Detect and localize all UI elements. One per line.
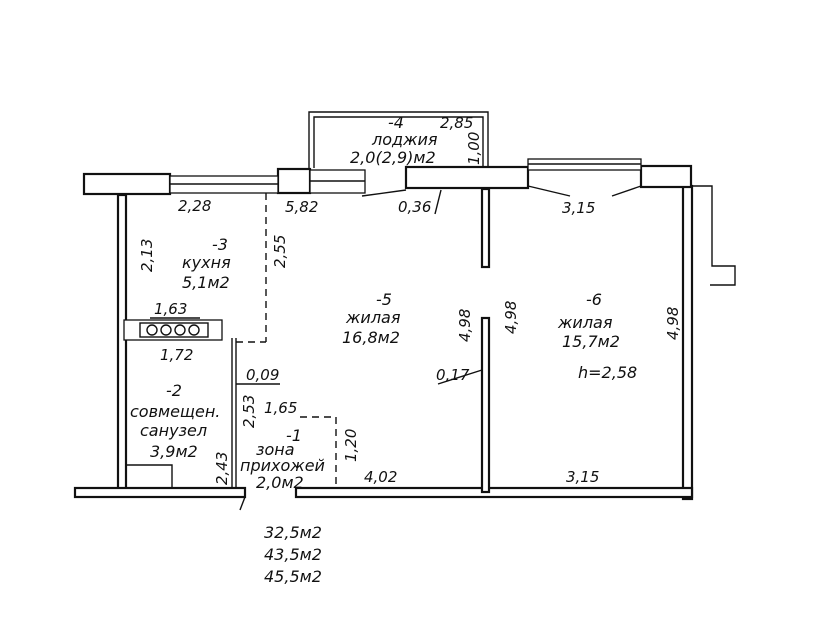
bathroom-number: -2 [166, 381, 182, 400]
dim-loggia-depth: 1,00 [465, 132, 483, 165]
living1-area: 16,8м2 [342, 328, 400, 347]
total-with-loggia: 45,5м2 [264, 567, 322, 586]
living2-area: 15,7м2 [562, 332, 620, 351]
total-living-area: 32,5м2 [264, 523, 322, 542]
bathroom-name-1: совмещен. [130, 402, 220, 421]
lower-partition [480, 316, 491, 494]
right-exterior-wall [681, 184, 694, 501]
ceiling-height: h=2,58 [578, 363, 637, 382]
dim-hall-width: 1,65 [264, 399, 297, 417]
living1-number: -5 [376, 290, 392, 309]
dim-living-top: 5,82 [285, 198, 318, 216]
dim-kitchen-left: 2,13 [138, 239, 156, 272]
living2-number: -6 [586, 290, 602, 309]
dim-bath-width: 1,72 [160, 346, 193, 364]
kitchen-name: кухня [182, 253, 231, 272]
total-area: 43,5м2 [264, 545, 322, 564]
bottom-wall-left [73, 486, 247, 499]
dim-hall-height: 1,20 [342, 429, 360, 462]
living2-name: жилая [557, 313, 613, 332]
living1-name: жилая [345, 308, 401, 327]
dimension-labels-vertical: 1,00 2,13 2,55 2,53 1,20 2,43 4,98 4,98 … [138, 132, 682, 485]
dim-loggia-width: 2,85 [440, 114, 473, 132]
dim-living2-depth: 4,98 [664, 307, 682, 340]
bath-fixture [126, 464, 173, 488]
dim-living2-top: 3,15 [562, 199, 595, 217]
dimension-labels: 2,85 2,28 5,82 0,36 3,15 1,63 1,72 0,09 … [154, 114, 599, 486]
dim-pier: 0,36 [398, 198, 431, 216]
bottom-wall-right [294, 486, 694, 499]
kitchen-area: 5,1м2 [182, 273, 230, 292]
hall-name-2: прихожей [240, 456, 325, 475]
top-pier-right [639, 164, 693, 189]
walls [73, 164, 736, 501]
kitchen-counter [123, 319, 223, 341]
top-pier-left [82, 172, 172, 196]
loggia-number: -4 [388, 113, 404, 132]
dim-living2-bottom: 3,15 [566, 468, 599, 486]
hall-number: -1 [286, 426, 302, 445]
dim-kitchen-right: 2,55 [271, 235, 289, 268]
upper-partition [480, 187, 491, 269]
dim-kitchen-width: 2,28 [178, 197, 211, 215]
dim-bath-height: 2,53 [240, 395, 258, 428]
room-labels: -4 лоджия 2,0(2,9)м2 -3 кухня 5,1м2 -5 ж… [130, 113, 637, 492]
dim-kitchen-lower: 1,63 [154, 300, 187, 318]
top-pier-mid [276, 167, 312, 195]
dim-partition: 0,17 [436, 366, 470, 384]
bathroom-name-2: санузел [140, 421, 207, 440]
hall-area: 2,0м2 [256, 473, 304, 492]
loggia-area: 2,0(2,9)м2 [350, 148, 436, 167]
kitchen-number: -3 [212, 235, 228, 254]
area-totals: 32,5м2 43,5м2 45,5м2 [264, 523, 322, 586]
loggia-name: лоджия [371, 130, 438, 149]
loggia [308, 111, 489, 168]
right-wall-step [692, 185, 736, 286]
zone-boundaries [236, 193, 337, 488]
dim-bath-lower: 2,43 [213, 452, 231, 485]
dim-partition-depth: 4,98 [502, 301, 520, 334]
top-pier-center [404, 165, 530, 190]
bathroom-area: 3,9м2 [150, 442, 198, 461]
dim-living1-bottom: 4,02 [364, 468, 397, 486]
dim-living1-depth: 4,98 [456, 309, 474, 342]
left-exterior-wall [116, 193, 128, 494]
leader-lines [150, 185, 642, 511]
hall-name-1: зона [256, 440, 295, 459]
dim-bath-gap: 0,09 [246, 366, 279, 384]
windows [169, 158, 642, 194]
